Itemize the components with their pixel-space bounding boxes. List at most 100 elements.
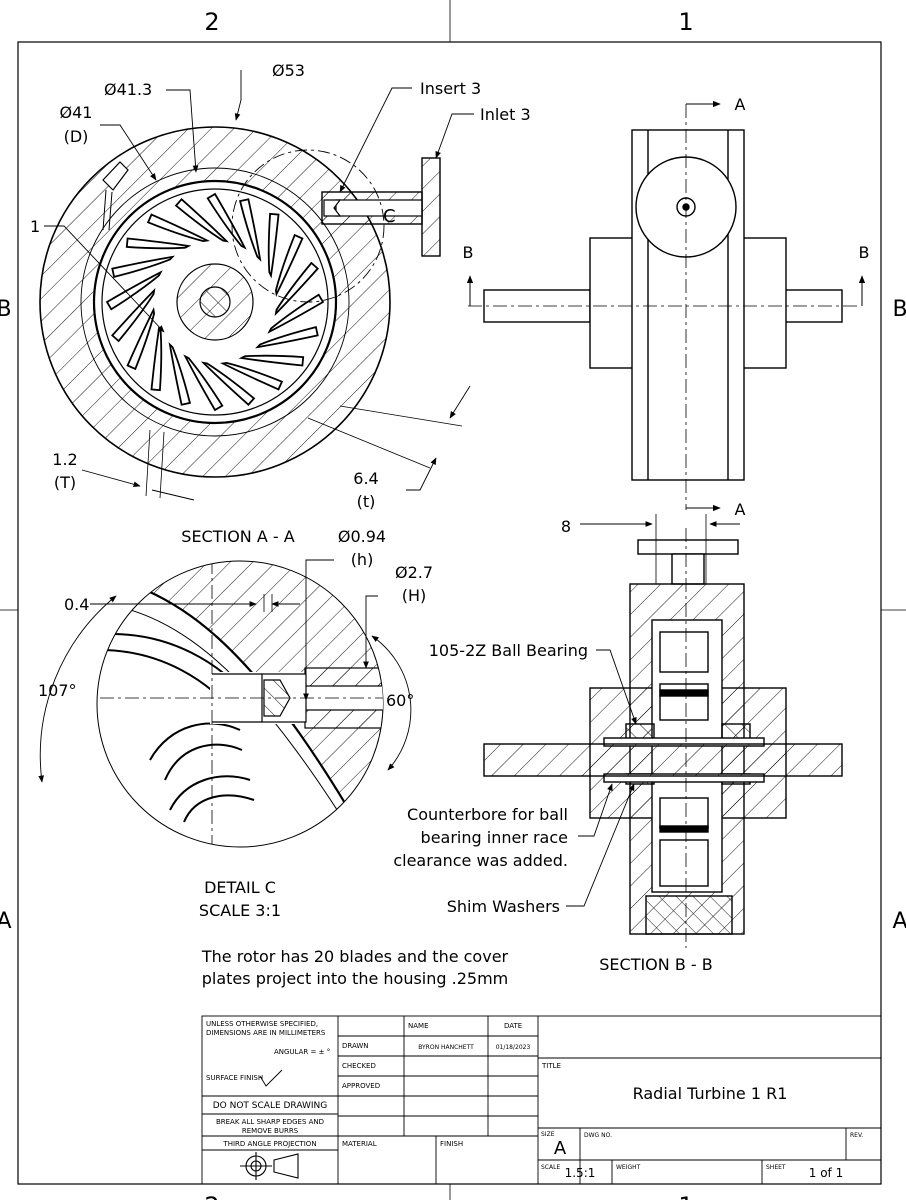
label-counterbore-2: bearing inner race bbox=[421, 828, 568, 847]
dim-angle-107: 107° bbox=[38, 681, 77, 700]
dim-one: 1 bbox=[30, 217, 40, 236]
rotor-blade bbox=[174, 198, 230, 243]
tb-title-header: TITLE bbox=[541, 1062, 561, 1070]
rotor-blade bbox=[183, 354, 224, 412]
tb-break-2: REMOVE BURRS bbox=[242, 1127, 299, 1135]
tb-no-scale: DO NOT SCALE DRAWING bbox=[213, 1101, 328, 1111]
tb-name-header: NAME bbox=[408, 1022, 429, 1030]
detail-c-label: DETAIL C bbox=[204, 878, 276, 897]
dim-angle-60: 60° bbox=[386, 691, 414, 710]
rotor-note-line-1: The rotor has 20 blades and the cover bbox=[201, 947, 509, 966]
tb-break-1: BREAK ALL SHARP EDGES AND bbox=[216, 1118, 324, 1126]
dim-8: 8 bbox=[561, 517, 571, 536]
rotor-blade bbox=[200, 361, 256, 406]
tb-spec-2: DIMENSIONS ARE IN MILLIMETERS bbox=[206, 1029, 326, 1037]
rotor-blade bbox=[274, 261, 319, 317]
tb-drawn: DRAWN bbox=[342, 1042, 369, 1050]
rotor-blade bbox=[146, 213, 211, 243]
section-bb-view bbox=[483, 539, 843, 935]
rotor-blade bbox=[111, 287, 156, 343]
detail-c-scale: SCALE 3:1 bbox=[199, 901, 281, 920]
cutting-plane-arrows bbox=[466, 100, 866, 512]
rotor-blade bbox=[105, 270, 163, 311]
rotor-note: The rotor has 20 blades and the cover pl… bbox=[172, 946, 538, 990]
tb-checked: CHECKED bbox=[342, 1062, 376, 1070]
dim-h094: Ø0.94 bbox=[338, 527, 386, 546]
zone-label-1-top: 1 bbox=[678, 8, 693, 36]
tb-approved: APPROVED bbox=[342, 1082, 380, 1090]
section-bb-label: SECTION B - B bbox=[599, 955, 712, 974]
tb-size-header: SIZE bbox=[541, 1131, 555, 1138]
rotor-blade bbox=[126, 306, 156, 371]
tb-material: MATERIAL bbox=[342, 1140, 377, 1148]
section-aa-view bbox=[39, 70, 474, 501]
tb-dwg-header: DWG NO. bbox=[584, 1132, 612, 1139]
zone-label-a-left: A bbox=[0, 909, 12, 934]
dim-0-4: 0.4 bbox=[64, 595, 89, 614]
tb-angular: ANGULAR = ± ° bbox=[274, 1048, 330, 1056]
shaft bbox=[199, 286, 231, 318]
rotor-blade bbox=[274, 233, 304, 298]
dim-h094-sub: (h) bbox=[351, 550, 374, 569]
tb-finish: FINISH bbox=[440, 1140, 463, 1148]
zone-label-2-bottom: 2 bbox=[204, 1192, 219, 1200]
title-block bbox=[201, 1015, 882, 1185]
dim-t64-sub: (t) bbox=[357, 492, 376, 511]
projection-symbol-icon bbox=[240, 1152, 299, 1180]
dim-h27-sub: (H) bbox=[402, 586, 427, 605]
tb-weight-header: WEIGHT bbox=[616, 1164, 641, 1171]
rotor-blade bbox=[125, 237, 192, 250]
zone-label-a-right: A bbox=[892, 909, 906, 934]
side-view-centerlines bbox=[468, 104, 860, 510]
dim-d41-3: Ø41.3 bbox=[104, 80, 152, 99]
rotor-blade bbox=[219, 361, 284, 391]
dim-t12: 1.2 bbox=[52, 450, 77, 469]
detail-c-callout: C bbox=[383, 206, 396, 227]
zone-label-b-right: B bbox=[892, 297, 906, 322]
tb-surface: SURFACE FINISH bbox=[206, 1074, 263, 1082]
cut-b-left: B bbox=[463, 243, 474, 262]
dim-t12-sub: (T) bbox=[54, 473, 76, 492]
rotor-blade bbox=[111, 255, 175, 278]
tb-drawn-date: 01/18/2023 bbox=[496, 1044, 531, 1051]
tb-sheet-header: SHEET bbox=[766, 1164, 786, 1171]
rotor-blade bbox=[206, 192, 247, 250]
cut-a-bottom: A bbox=[735, 500, 746, 519]
tb-title: Radial Turbine 1 R1 bbox=[633, 1084, 788, 1103]
dim-d41-sub: (D) bbox=[64, 127, 89, 146]
dim-t64: 6.4 bbox=[353, 469, 378, 488]
tb-projection: THIRD ANGLE PROJECTION bbox=[222, 1140, 316, 1148]
dim-h27: Ø2.7 bbox=[395, 563, 433, 582]
shaft-section bbox=[483, 743, 843, 777]
rotor-blade bbox=[239, 198, 262, 262]
side-view bbox=[483, 129, 843, 481]
tb-rev-header: REV. bbox=[850, 1132, 863, 1139]
section-aa-label: SECTION A - A bbox=[181, 527, 294, 546]
rotor-blade bbox=[168, 342, 191, 406]
zone-label-b-left: B bbox=[0, 297, 12, 322]
label-shim-washers: Shim Washers bbox=[447, 897, 560, 916]
zone-label-2-top: 2 bbox=[204, 8, 219, 36]
rotor-blades bbox=[105, 192, 325, 412]
tb-sheet: 1 of 1 bbox=[809, 1166, 843, 1180]
tb-size: A bbox=[554, 1138, 567, 1159]
label-counterbore-1: Counterbore for ball bbox=[407, 805, 568, 824]
label-counterbore-3: clearance was added. bbox=[393, 851, 568, 870]
cut-b-right: B bbox=[859, 243, 870, 262]
rotor-note-line-2: plates project into the housing .25mm bbox=[201, 969, 509, 988]
tb-date-header: DATE bbox=[504, 1022, 522, 1030]
label-insert: Insert 3 bbox=[420, 79, 481, 98]
tb-scale-header: SCALE bbox=[541, 1164, 560, 1171]
detail-c-view bbox=[38, 559, 412, 848]
inlet-flange bbox=[421, 157, 441, 257]
cut-a-top: A bbox=[735, 95, 746, 114]
tb-spec-1: UNLESS OTHERWISE SPECIFIED, bbox=[206, 1020, 318, 1028]
tb-scale: 1.5:1 bbox=[565, 1166, 596, 1180]
zone-label-1-bottom: 1 bbox=[678, 1192, 693, 1200]
label-inlet: Inlet 3 bbox=[480, 105, 531, 124]
rotor-blade bbox=[238, 354, 305, 367]
rotor-blade bbox=[267, 212, 280, 279]
tb-drawn-name: BYRON HANCHETT bbox=[418, 1044, 474, 1051]
dim-d41: Ø41 bbox=[60, 103, 93, 122]
